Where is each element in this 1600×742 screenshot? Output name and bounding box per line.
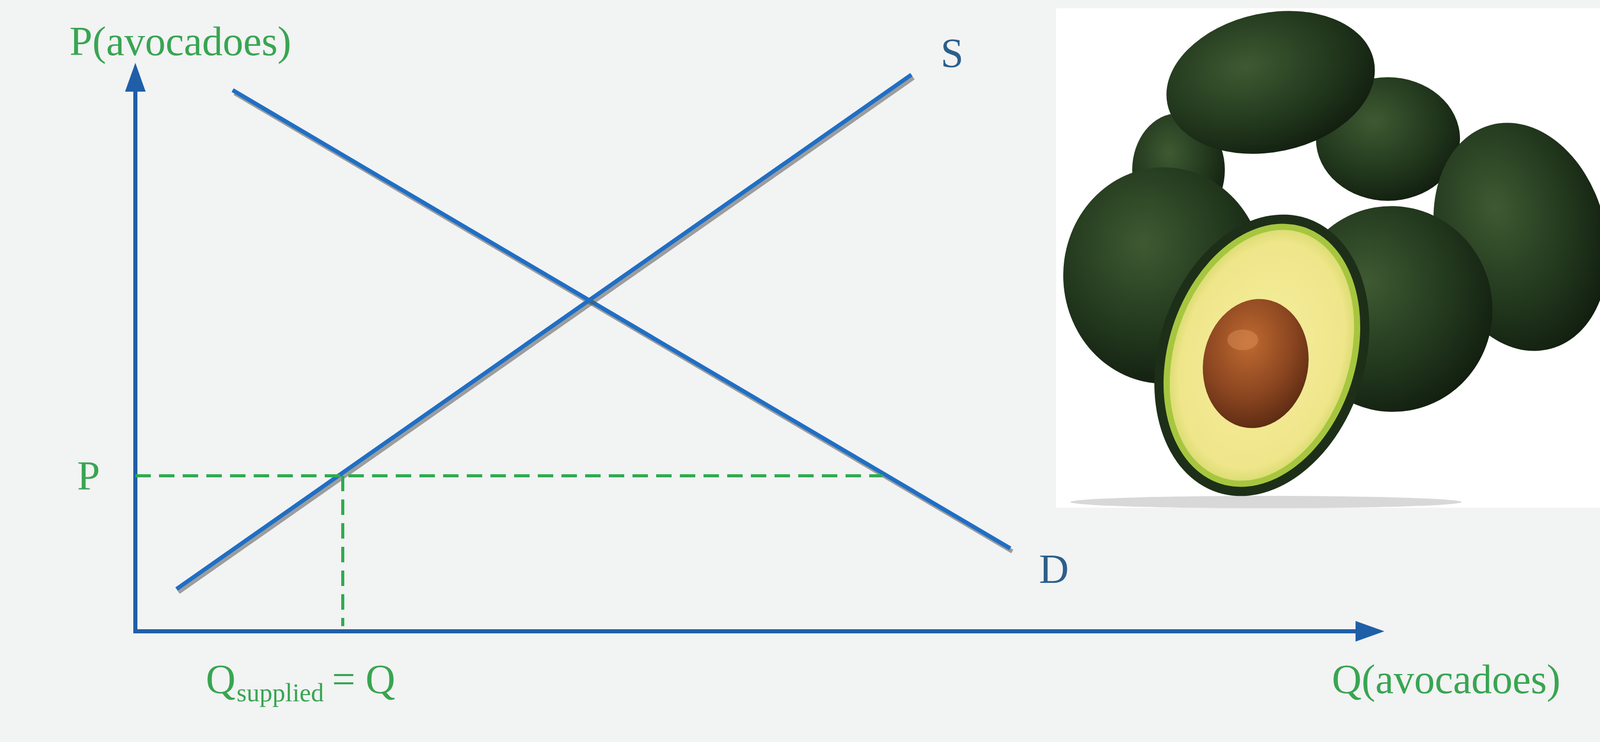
avocado-half-skin (1119, 186, 1404, 524)
avocado-half-flesh (1138, 205, 1385, 505)
avocado-pit (1192, 290, 1320, 437)
curve-label: D (1039, 548, 1069, 590)
quantity-label: Q (205, 658, 236, 700)
supply-shadow (178, 77, 914, 592)
axis-title: P(avocadoes) (69, 20, 292, 62)
supply-curve (176, 74, 912, 589)
demand-curve (232, 90, 1011, 549)
avocado-half-rim (1131, 198, 1393, 513)
curve-label: S (940, 32, 964, 74)
pit-highlight (1227, 329, 1259, 350)
price-label: P (77, 454, 101, 497)
quantity-guide (341, 475, 345, 626)
price-axis (133, 82, 138, 631)
avocado (1152, 0, 1388, 173)
axis-arrowhead (125, 62, 146, 92)
axis-title: Q(avocadoes) (1331, 658, 1561, 700)
quantity-label: = Q (331, 658, 396, 700)
quantity-axis (133, 628, 1359, 634)
subscript-label: supplied (236, 679, 324, 706)
photo-shadow (1070, 495, 1462, 508)
axis-arrowhead (1355, 620, 1385, 642)
price-guide (135, 473, 883, 478)
